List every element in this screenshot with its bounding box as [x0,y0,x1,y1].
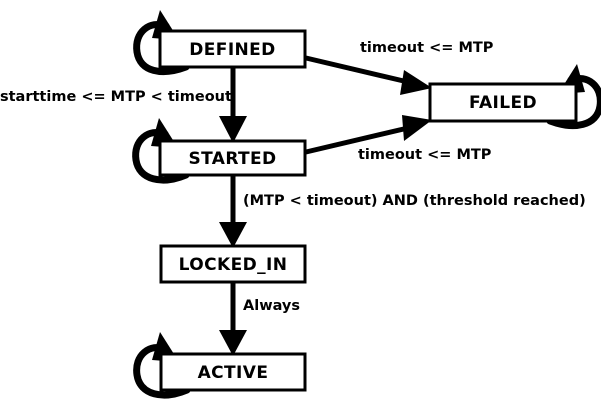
state-label-started: STARTED [188,149,276,169]
edge-started-to-failed-line [305,125,409,155]
edge-label-defined-to-failed: timeout <= MTP [360,40,494,56]
state-node-defined[interactable]: DEFINED [158,29,307,69]
edge-defined-to-failed [305,55,432,95]
edge-label-started-to-failed: timeout <= MTP [358,147,492,163]
self-loop-failed-path [546,75,601,130]
self-loop-started-path [132,129,190,184]
state-box-active[interactable] [159,352,307,392]
state-label-active: ACTIVE [198,363,269,383]
edge-defined-to-started-arrowhead [219,116,247,143]
edge-locked-in-to-active-arrowhead [219,330,247,356]
edge-defined-to-started [219,67,247,143]
state-node-active[interactable]: ACTIVE [159,352,307,392]
edge-label-locked-in-to-active: Always [243,298,300,314]
state-node-locked-in[interactable]: LOCKED_IN [159,244,307,284]
state-node-started[interactable]: STARTED [158,139,307,177]
state-node-failed[interactable]: FAILED [428,82,578,123]
edge-label-defined-to-started: starttime <= MTP < timeout [0,89,232,105]
edge-started-to-locked-in-arrowhead [219,222,247,248]
state-label-defined: DEFINED [189,40,275,60]
edge-started-to-failed [305,115,432,155]
edge-started-to-locked-in [219,175,247,248]
edge-locked-in-to-active [219,282,247,356]
state-box-started[interactable] [158,139,307,177]
self-loop-defined-path [133,21,190,76]
state-box-failed[interactable] [428,82,578,123]
self-loop-active-path [133,344,191,399]
state-box-defined[interactable] [158,29,307,69]
edge-defined-to-failed-arrowhead [400,70,432,95]
state-label-locked-in: LOCKED_IN [179,255,288,275]
edge-label-started-to-locked-in: (MTP < timeout) AND (threshold reached) [243,193,586,209]
state-label-failed: FAILED [469,93,537,113]
state-box-locked-in[interactable] [159,244,307,284]
edge-started-to-failed-arrowhead [402,115,432,141]
edge-defined-to-failed-line [305,55,409,85]
